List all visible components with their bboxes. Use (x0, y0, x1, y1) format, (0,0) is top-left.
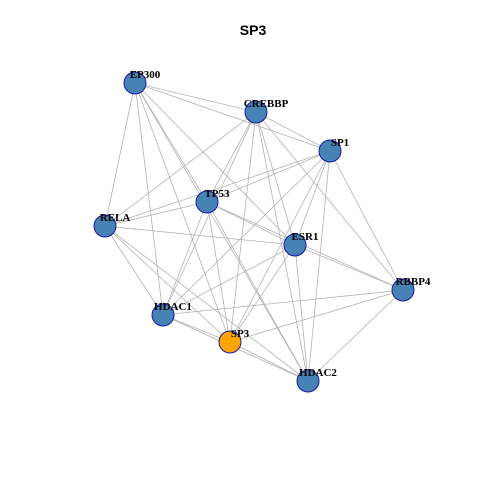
edge-crebbp-esr1 (255, 111, 296, 246)
node-label: ESR1 (292, 231, 319, 243)
node-label: SP1 (331, 137, 349, 149)
edge-sp1-rela (104, 150, 331, 227)
node-sp3[interactable]: SP3 (218, 328, 250, 354)
edge-layer (104, 82, 404, 382)
node-circle[interactable] (218, 330, 242, 354)
node-circle[interactable] (318, 139, 342, 163)
node-circle[interactable] (391, 278, 415, 302)
node-label: TP53 (204, 188, 230, 200)
edge-rbbp4-hdac1 (162, 289, 404, 316)
edge-tp53-esr1 (206, 201, 296, 246)
node-label: HDAC2 (299, 367, 337, 379)
node-label: SP3 (231, 328, 250, 340)
edge-sp1-rbbp4 (329, 150, 404, 291)
edge-crebbp-sp3 (229, 111, 257, 343)
edge-esr1-rbbp4 (294, 244, 404, 291)
node-rela[interactable]: RELA (93, 212, 131, 238)
edge-ep300-hdac2 (134, 82, 309, 382)
node-tp53[interactable]: TP53 (195, 188, 230, 214)
edge-ep300-sp3 (134, 82, 231, 343)
edge-rbbp4-sp3 (229, 289, 404, 343)
edge-rela-sp3 (104, 225, 231, 343)
node-circle[interactable] (151, 303, 175, 327)
node-label: RELA (100, 212, 131, 224)
edge-crebbp-hdac1 (162, 111, 257, 316)
edge-esr1-sp3 (229, 244, 296, 343)
edge-tp53-hdac1 (162, 201, 208, 316)
node-circle[interactable] (244, 100, 268, 124)
edge-ep300-rela (104, 82, 136, 227)
edge-tp53-rela (104, 201, 208, 227)
edge-hdac1-sp3 (162, 314, 231, 343)
node-ep300[interactable]: EP300 (123, 69, 161, 95)
edge-tp53-hdac2 (206, 201, 309, 382)
edge-ep300-tp53 (134, 82, 208, 203)
edge-ep300-sp1 (134, 82, 331, 152)
edge-ep300-hdac1 (134, 82, 164, 316)
edge-esr1-hdac1 (162, 244, 296, 316)
node-label: HDAC1 (154, 301, 192, 313)
node-crebbp[interactable]: CREBBP (244, 98, 289, 124)
edge-rela-esr1 (104, 225, 296, 246)
edge-rbbp4-hdac2 (307, 289, 404, 382)
edge-esr1-hdac2 (294, 244, 309, 382)
edge-rela-hdac2 (104, 225, 309, 382)
node-hdac2[interactable]: HDAC2 (296, 367, 337, 393)
node-rbbp4[interactable]: RBBP4 (391, 276, 431, 302)
edge-crebbp-sp1 (255, 111, 331, 152)
edge-sp1-hdac1 (162, 150, 331, 316)
node-circle[interactable] (123, 71, 147, 95)
node-circle[interactable] (195, 190, 219, 214)
edge-crebbp-tp53 (206, 111, 257, 203)
node-label: EP300 (130, 69, 161, 81)
node-label: RBBP4 (396, 276, 431, 288)
node-hdac1[interactable]: HDAC1 (151, 301, 192, 327)
edge-rela-hdac1 (104, 225, 164, 316)
edge-sp1-sp3 (229, 150, 331, 343)
edge-crebbp-rbbp4 (255, 111, 404, 291)
node-sp1[interactable]: SP1 (318, 137, 349, 163)
graph-title: SP3 (240, 22, 267, 38)
node-circle[interactable] (283, 233, 307, 257)
edge-sp1-hdac2 (307, 150, 331, 382)
edge-ep300-crebbp (134, 82, 257, 113)
edge-sp1-tp53 (206, 150, 331, 203)
edge-crebbp-rela (104, 111, 257, 227)
node-circle[interactable] (93, 214, 117, 238)
edge-ep300-esr1 (134, 82, 296, 246)
node-circle[interactable] (296, 369, 320, 393)
edge-sp1-esr1 (294, 150, 331, 246)
edge-sp3-hdac2 (229, 341, 309, 382)
node-esr1[interactable]: ESR1 (283, 231, 319, 257)
edge-crebbp-hdac2 (255, 111, 309, 382)
node-label: CREBBP (244, 98, 289, 110)
